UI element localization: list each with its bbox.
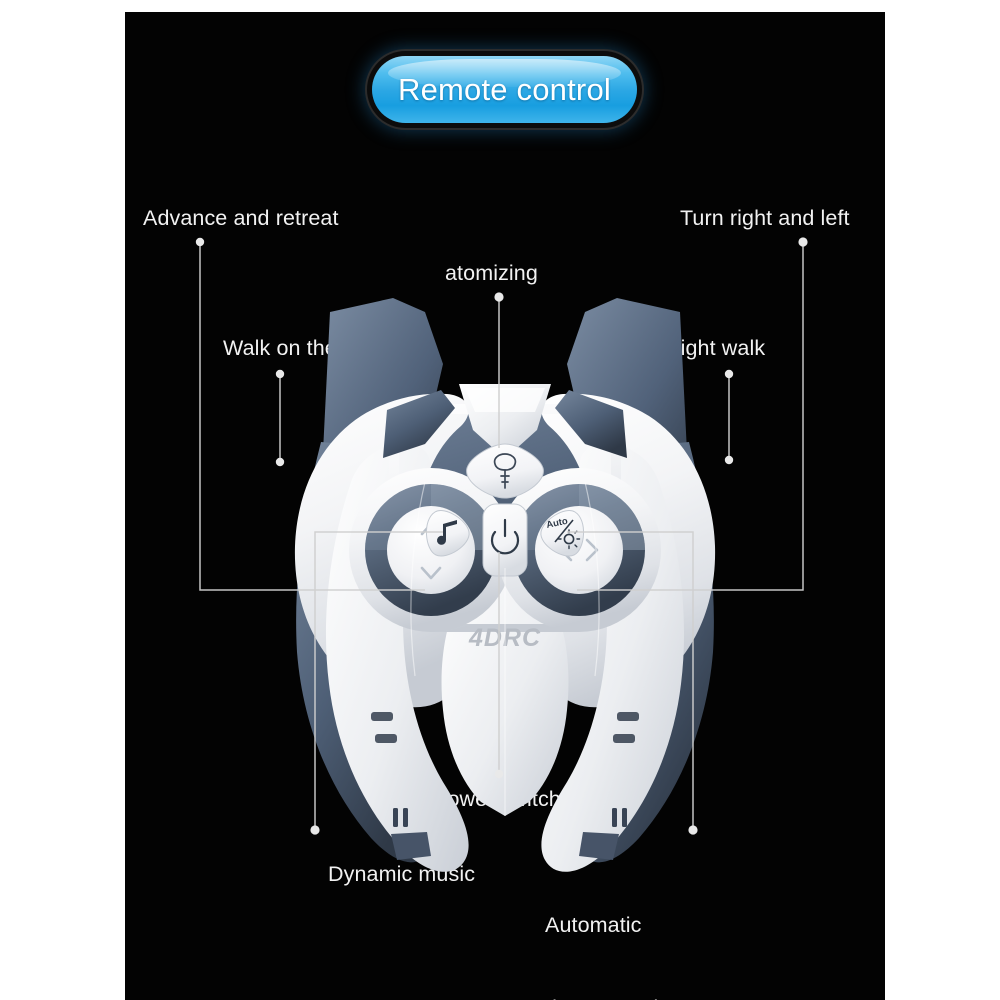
callout-label-advance-and-retreat: Advance and retreat — [143, 206, 339, 230]
body-seams — [410, 481, 600, 816]
callout-label-turn-right-and-left: Turn right and left — [680, 206, 850, 230]
callout-leader-lines — [195, 237, 808, 835]
atomizing-button[interactable] — [466, 443, 544, 499]
page-title: Remote control — [397, 71, 611, 107]
shoulder-triggers — [383, 390, 627, 458]
callout-label-atomizing: atomizing — [445, 261, 538, 285]
callout-label-dynamic-music: Dynamic music — [328, 862, 476, 886]
leader-dots — [195, 237, 808, 835]
power-button[interactable] — [482, 503, 528, 577]
callout-label-automatic-demonstration: Automatic demonstration — [545, 857, 683, 1000]
right-shoulder-trigger — [555, 390, 627, 458]
auto-light-button[interactable]: Auto — [540, 510, 584, 557]
controller-top-nose — [459, 384, 551, 448]
auto-light-icon: Auto — [545, 516, 581, 550]
leader-advance-and-retreat — [199, 242, 425, 591]
grip-vents — [371, 712, 639, 860]
power-icon — [490, 518, 520, 555]
svg-text:Auto: Auto — [545, 516, 569, 531]
remote-controller-illustration: Auto — [294, 298, 716, 872]
title-pill: Remote control — [372, 56, 637, 123]
product-photo-panel: Auto — [125, 12, 885, 1000]
down-arrow-icon — [420, 566, 442, 580]
callout-label-automatic-line2: demonstration — [545, 995, 683, 1000]
svg-text:4DRC: 4DRC — [468, 624, 541, 652]
left-shoulder-trigger — [383, 390, 455, 458]
leader-dynamic-music — [314, 531, 443, 830]
spray-nozzle-icon — [493, 453, 517, 489]
brand-logo: 4DRC — [468, 624, 541, 652]
right-arrow-icon — [585, 538, 599, 562]
music-button[interactable] — [426, 510, 470, 557]
leader-turn-right-and-left — [577, 242, 804, 591]
music-note-icon — [437, 520, 457, 545]
callout-label-automatic-line1: Automatic — [545, 913, 642, 938]
leader-automatic-demonstration — [567, 531, 694, 830]
